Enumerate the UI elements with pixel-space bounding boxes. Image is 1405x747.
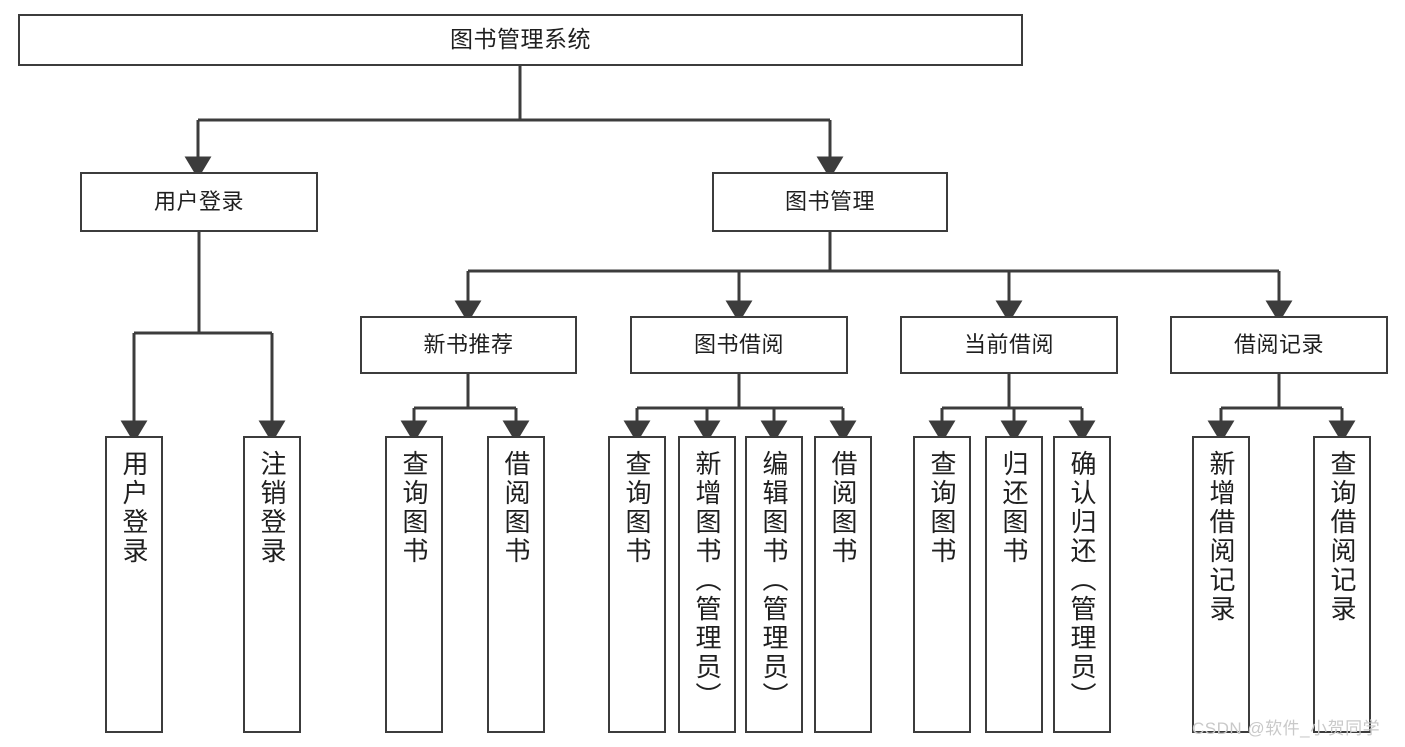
node-current-borrow-label: 当前借阅	[963, 332, 1054, 358]
csdn-watermark: CSDN @软件_小贺同学	[1192, 719, 1381, 738]
leaf-user-login[interactable]: 用户登录	[105, 436, 163, 733]
node-user-login[interactable]: 用户登录	[80, 172, 318, 232]
node-new-book-recommend-label: 新书推荐	[423, 332, 514, 358]
leaf-add-book-admin[interactable]: 新增图书（管理员）	[678, 436, 736, 733]
node-root[interactable]: 图书管理系统	[18, 14, 1023, 66]
leaf-query-book-current[interactable]: 查询图书	[913, 436, 971, 733]
node-book-management-label: 图书管理	[784, 189, 875, 215]
leaf-confirm-return-admin-label: 确认归还（管理员）	[1067, 450, 1097, 711]
leaf-add-book-admin-label: 新增图书（管理员）	[692, 450, 722, 711]
leaf-query-book-recommend-label: 查询图书	[399, 450, 429, 566]
node-new-book-recommend[interactable]: 新书推荐	[360, 316, 577, 374]
leaf-borrow-book[interactable]: 借阅图书	[814, 436, 872, 733]
leaf-user-login-label: 用户登录	[119, 450, 149, 566]
leaf-borrow-book-label: 借阅图书	[828, 450, 858, 566]
leaf-query-book-borrow[interactable]: 查询图书	[608, 436, 666, 733]
node-book-management[interactable]: 图书管理	[712, 172, 948, 232]
leaf-edit-book-admin[interactable]: 编辑图书（管理员）	[745, 436, 803, 733]
leaf-edit-book-admin-label: 编辑图书（管理员）	[759, 450, 789, 711]
leaf-return-book-label: 归还图书	[999, 450, 1029, 566]
node-current-borrow[interactable]: 当前借阅	[900, 316, 1118, 374]
leaf-query-borrow-record-label: 查询借阅记录	[1327, 450, 1357, 624]
node-book-borrow-label: 图书借阅	[693, 332, 784, 358]
leaf-user-logout-label: 注销登录	[257, 450, 287, 566]
leaf-query-borrow-record[interactable]: 查询借阅记录	[1313, 436, 1371, 733]
node-borrow-record[interactable]: 借阅记录	[1170, 316, 1388, 374]
node-root-label: 图书管理系统	[450, 26, 591, 53]
node-borrow-record-label: 借阅记录	[1233, 332, 1324, 358]
node-user-login-label: 用户登录	[153, 189, 244, 215]
leaf-user-logout[interactable]: 注销登录	[243, 436, 301, 733]
leaf-borrow-book-recommend-label: 借阅图书	[501, 450, 531, 566]
leaf-return-book[interactable]: 归还图书	[985, 436, 1043, 733]
leaf-query-book-recommend[interactable]: 查询图书	[385, 436, 443, 733]
leaf-query-book-borrow-label: 查询图书	[622, 450, 652, 566]
leaf-borrow-book-recommend[interactable]: 借阅图书	[487, 436, 545, 733]
leaf-confirm-return-admin[interactable]: 确认归还（管理员）	[1053, 436, 1111, 733]
leaf-add-borrow-record-label: 新增借阅记录	[1206, 450, 1236, 624]
leaf-add-borrow-record[interactable]: 新增借阅记录	[1192, 436, 1250, 733]
leaf-query-book-current-label: 查询图书	[927, 450, 957, 566]
node-book-borrow[interactable]: 图书借阅	[630, 316, 848, 374]
